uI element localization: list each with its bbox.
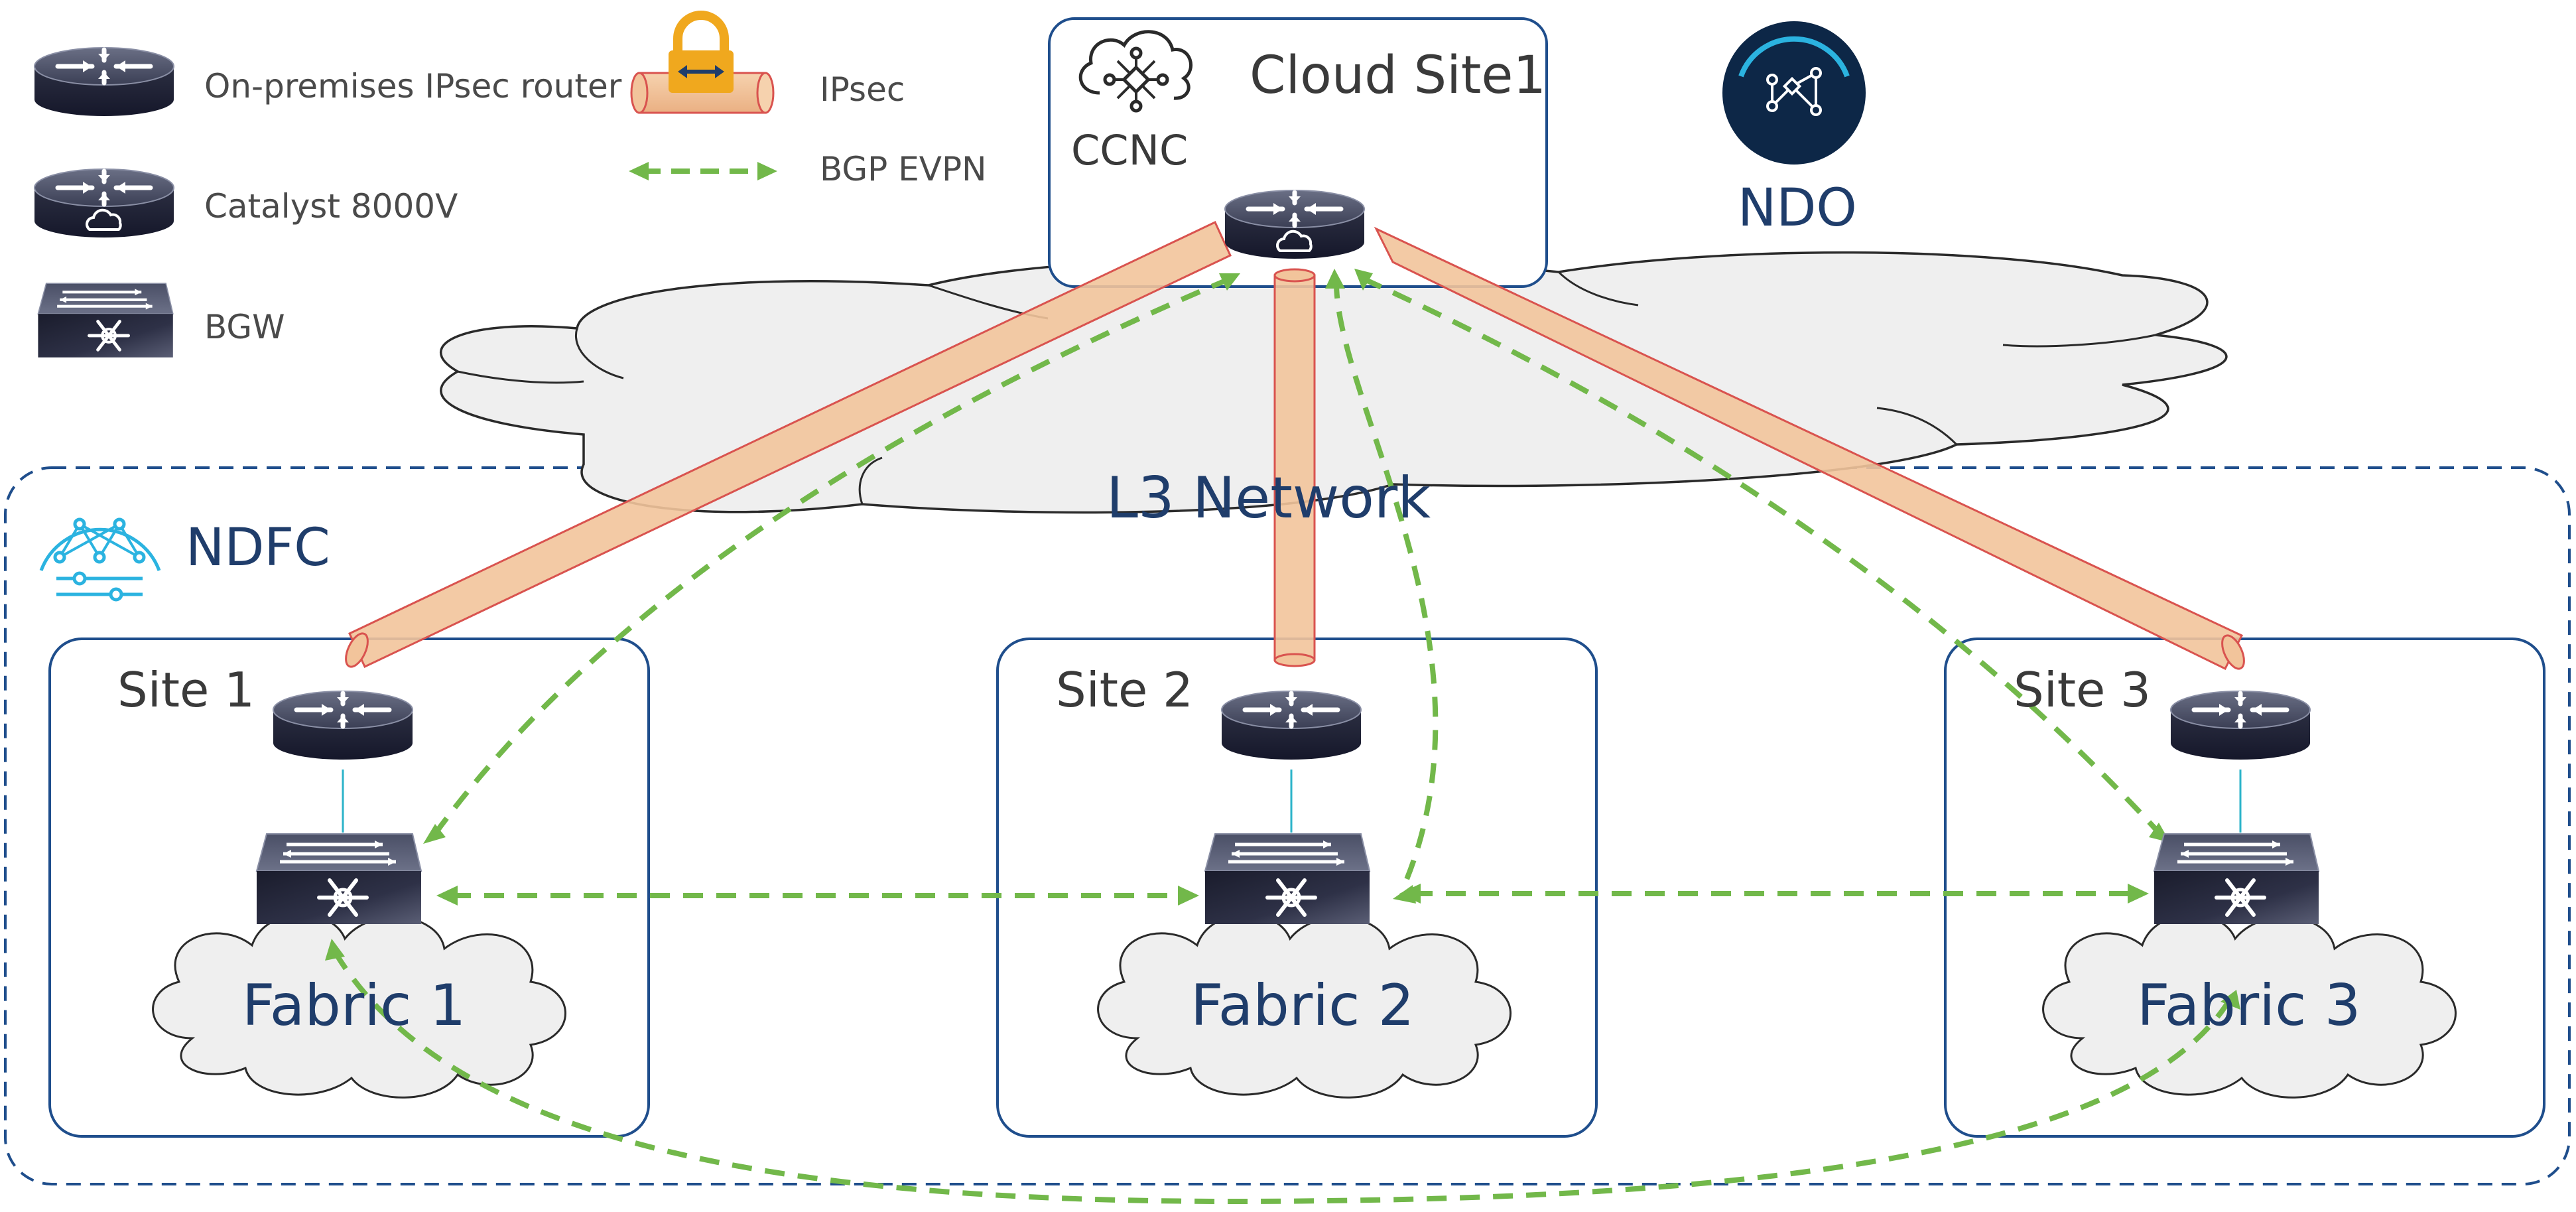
ipsec-tunnel-site-1 [348, 220, 1232, 669]
fabric-3-label: Fabric 3 [2137, 973, 2360, 1039]
bgp-evpn-sessions [332, 276, 2231, 1205]
site-1-router [273, 691, 413, 760]
ndo-label: NDO [1738, 178, 1857, 238]
cloud-site-title: Cloud Site1 [1250, 46, 1546, 105]
site-3-box [1944, 638, 2545, 1138]
site-2-label: Site 2 [1056, 662, 1193, 718]
ndfc-label: NDFC [186, 518, 330, 578]
legend-ipsec-label: IPsec [820, 70, 905, 109]
evpn-cloud-site-1 [428, 276, 1232, 841]
site-3-router [2171, 691, 2310, 760]
fabric-1-label: Fabric 1 [242, 973, 466, 1039]
ndfc-icon [39, 517, 161, 602]
evpn-cloud-site-3 [1362, 276, 2161, 835]
ipsec-tunnel-site-3 [1374, 226, 2244, 671]
legend-router-icon [34, 48, 174, 116]
legend-bgp-evpn-icon [629, 162, 777, 180]
ccnc-icon [1078, 30, 1192, 113]
cloud-catalyst-8000v [1225, 190, 1364, 259]
site-1-label: Site 1 [117, 662, 255, 718]
ccnc-label: CCNC [1071, 126, 1188, 174]
legend-bgp-evpn-label: BGP EVPN [820, 150, 987, 188]
legend-catalyst-icon [34, 169, 174, 237]
fabric-2-label: Fabric 2 [1191, 973, 1414, 1039]
ipsec-tunnels [345, 220, 2245, 671]
site-2-bgw [1205, 834, 1370, 924]
ndfc-domain-frame [4, 466, 2571, 1185]
legend: On-premises IPsec router Catalyst 8000V … [34, 11, 987, 358]
site-1-box [48, 638, 650, 1138]
site-3-label: Site 3 [2014, 662, 2151, 718]
site-3-bgw [2154, 834, 2319, 924]
evpn-site-1-site-3 [332, 950, 2231, 1205]
legend-router-label: On-premises IPsec router [204, 67, 622, 105]
site-2-router [1222, 691, 1361, 760]
evpn-cloud-site-2 [1333, 278, 1439, 890]
site-1-bgw [257, 834, 421, 924]
legend-catalyst-label: Catalyst 8000V [204, 187, 458, 226]
l3-network-label: L3 Network [1106, 465, 1431, 531]
legend-ipsec-icon [630, 11, 775, 114]
ndo-icon [1722, 21, 1866, 165]
legend-bgw-label: BGW [204, 308, 285, 346]
legend-bgw-icon [38, 283, 172, 358]
